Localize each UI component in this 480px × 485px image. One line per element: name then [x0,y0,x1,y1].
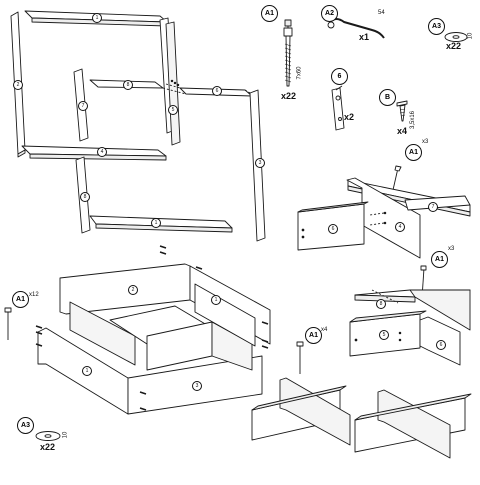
panel-number: 3 [192,381,202,391]
washer-a3-icon [444,32,468,42]
part-a3-dims: 10 [467,32,474,40]
step5-screw-tag: A1 [305,327,322,344]
part-b-qty: x4 [397,126,408,136]
frame-exploded-view [10,10,266,242]
bracket-6-icon [331,85,345,131]
panel-number: 6 [212,86,222,96]
panel-number: 4 [97,147,107,157]
step4-drawer-box [4,245,304,415]
part-6-tag: 6 [331,68,348,85]
step6-dims: 10 [62,431,69,439]
step2-assembly [297,165,471,259]
panel-number: 8 [80,192,90,202]
panel-number: 1 [211,295,221,305]
step3-screw-tag: A1 [431,251,448,268]
screw-a1-icon [283,19,293,87]
step6-qty: x22 [40,442,56,452]
panel-number: 1 [82,366,92,376]
panel-number: 7 [428,202,438,212]
step6-cross-dividers-left [251,377,351,446]
panel-number: 1 [151,218,161,228]
part-b-tag: B [379,89,396,106]
panel-number: 5 [168,105,178,115]
part-a1-tag: A1 [261,5,278,22]
part-a2-dims: 54 [378,10,385,16]
step5-qty: x4 [321,327,328,333]
step3-assembly [349,265,471,366]
step6-washer-tag: A3 [17,417,34,434]
step4-qty: x12 [29,292,39,298]
part-b-dims: 3,5x16 [410,110,417,130]
panel-number: 8 [123,80,133,90]
step2-qty: x3 [422,139,429,145]
step2-screw-tag: A1 [405,144,422,161]
part-a3-qty: x22 [446,41,462,51]
panel-number: 2 [13,80,23,90]
step6-cross-dividers-right [354,389,472,459]
panel-number: 2 [128,285,138,295]
panel-number: 6 [436,340,446,350]
part-6-qty: x2 [344,112,355,122]
step4-screw-tag: A1 [12,291,29,308]
panel-number: 6 [328,224,338,234]
step3-qty: x3 [448,246,455,252]
part-a1-dims: 7x60 [296,66,303,80]
panel-number: 3 [255,158,265,168]
panel-number: 4 [395,222,405,232]
part-a3-tag: A3 [428,18,445,35]
panel-number: 5 [379,330,389,340]
washer-a3-icon-bottom [35,431,61,441]
screw-b-icon [396,100,408,122]
panel-number: 1 [92,13,102,23]
part-a2-qty: x1 [359,32,370,42]
key-a2-icon [327,18,385,39]
part-a1-qty: x22 [281,91,297,101]
panel-number: 8 [376,299,386,309]
part-a2-tag: A2 [321,5,338,22]
panel-number: 7 [78,101,88,111]
